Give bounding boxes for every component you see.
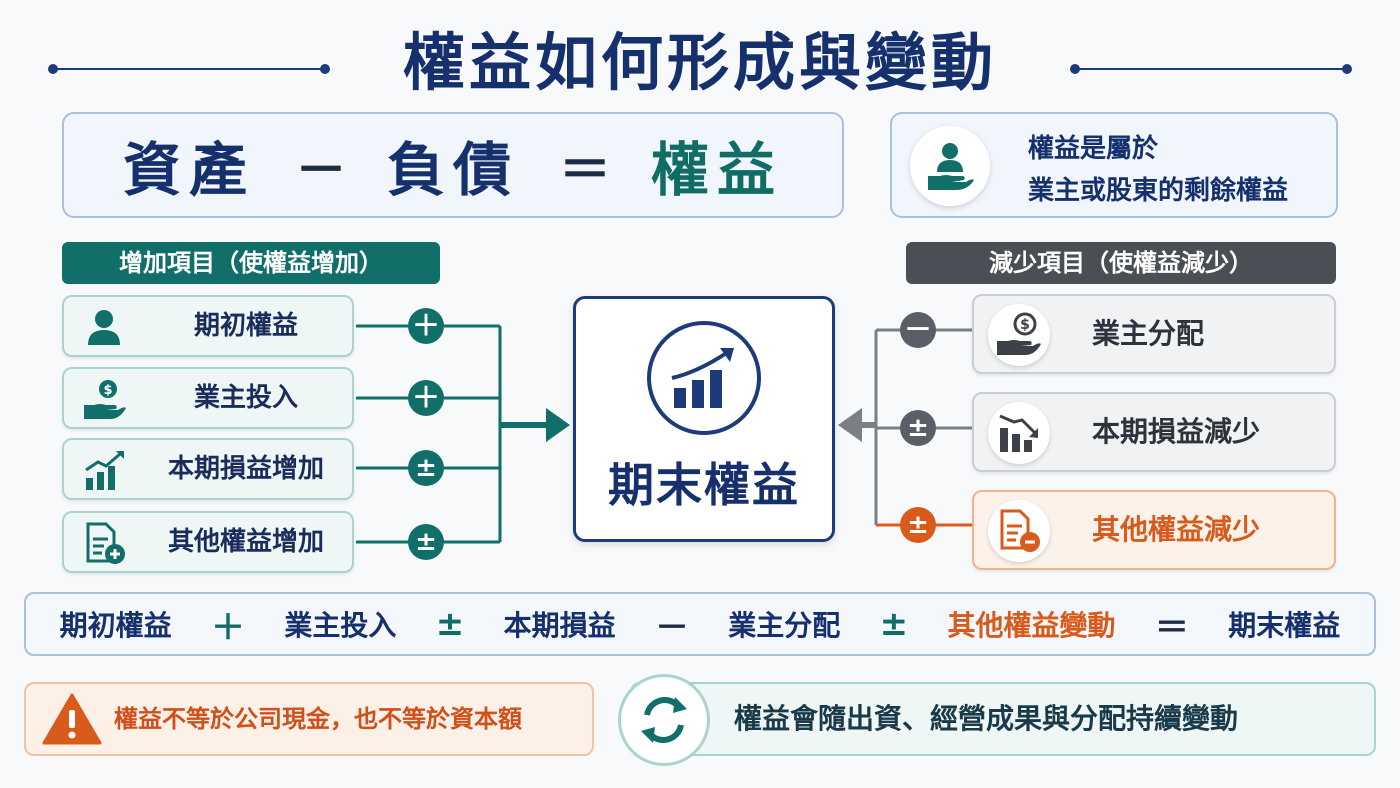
increase-item-profit-increase: 本期損益增加 [62, 438, 354, 500]
increase-item-label: 其他權益增加 [167, 527, 324, 557]
decrease-header: 減少項目（使權益減少） [906, 242, 1336, 284]
equity-equation: 資產 － 負債 ＝ 權益 [62, 112, 844, 218]
decrease-item-label: 業主分配 [1092, 317, 1205, 350]
eq-minus: － [294, 140, 347, 201]
info-line2: 業主或股東的剩餘權益 [1028, 176, 1289, 206]
formula-op: ± [435, 604, 465, 644]
eq-liabilities: 負債 [386, 136, 519, 204]
formula-term: 期初權益 [59, 609, 172, 642]
eq-equity: 權益 [651, 136, 784, 204]
sign-pm-3: ± [408, 450, 444, 486]
document-plus-icon [80, 519, 128, 567]
hand-coin-icon: $ [80, 375, 128, 423]
ending-equity-label: 期末權益 [608, 458, 800, 512]
title-line-right [1070, 64, 1352, 74]
warning-icon [42, 692, 102, 750]
equity-formula: 期初權益 ＋ 業主投入 ± 本期損益 － 業主分配 ± 其他權益變動 ＝ 期末權… [24, 592, 1376, 656]
sign-pm-4: ± [408, 524, 444, 560]
formula-op: ＝ [1154, 607, 1189, 648]
svg-text:$: $ [103, 383, 112, 398]
refresh-cycle-icon [618, 674, 710, 766]
increase-item-owner-investment: $ 業主投入 [62, 367, 354, 429]
formula-term: 期末權益 [1228, 609, 1341, 642]
eq-assets: 資產 [122, 136, 255, 204]
sign-plus-2: ＋ [408, 380, 444, 416]
formula-op: ＋ [211, 607, 246, 648]
person-hand-icon [910, 126, 990, 206]
hand-coin-icon: $ [988, 304, 1050, 366]
bar-chart-down-icon [988, 402, 1050, 464]
info-box: 權益是屬於 業主或股東的剩餘權益 [890, 112, 1338, 218]
decrease-item-label: 本期損益減少 [1092, 415, 1261, 448]
warning-note: 權益不等於公司現金，也不等於資本額 [24, 682, 594, 756]
cycle-note: 權益會隨出資、經營成果與分配持續變動 [618, 674, 1376, 766]
formula-term: 其他權益變動 [947, 609, 1116, 642]
ending-equity-box: 期末權益 [573, 296, 835, 542]
increase-item-label: 期初權益 [193, 311, 298, 341]
formula-term: 業主分配 [728, 609, 841, 642]
growth-chart-icon [647, 321, 761, 435]
decrease-item-other-equity-decrease: 其他權益減少 [972, 490, 1336, 570]
increase-header: 增加項目（使權益增加） [62, 242, 440, 284]
page-title: 權益如何形成與變動 [402, 26, 997, 99]
sign-plus-1: ＋ [408, 308, 444, 344]
increase-item-opening-equity: 期初權益 [62, 295, 354, 357]
sign-pm-r2: ± [900, 410, 936, 446]
increase-item-other-equity-increase: 其他權益增加 [62, 511, 354, 573]
decrease-item-profit-decrease: 本期損益減少 [972, 392, 1336, 472]
document-minus-icon [988, 500, 1050, 562]
formula-op: ± [879, 604, 909, 644]
eq-equals: ＝ [559, 140, 612, 201]
cycle-text: 權益會隨出資、經營成果與分配持續變動 [734, 702, 1239, 735]
title-line-left [48, 64, 330, 74]
info-text: 權益是屬於 業主或股東的剩餘權益 [1028, 128, 1288, 212]
svg-text:$: $ [1020, 317, 1030, 333]
formula-term: 業主投入 [284, 609, 397, 642]
increase-item-label: 本期損益增加 [167, 454, 324, 484]
sign-minus-r1: － [900, 312, 936, 348]
person-icon [80, 303, 128, 351]
sign-pm-r3: ± [900, 507, 936, 543]
warning-text: 權益不等於公司現金，也不等於資本額 [114, 705, 522, 733]
decrease-item-label: 其他權益減少 [1092, 513, 1261, 546]
decrease-item-owner-distribution: $ 業主分配 [972, 294, 1336, 374]
formula-term: 本期損益 [503, 609, 616, 642]
formula-op: － [654, 607, 689, 648]
increase-item-label: 業主投入 [193, 383, 298, 413]
info-line1: 權益是屬於 [1028, 134, 1159, 164]
bar-chart-up-icon [80, 446, 128, 494]
